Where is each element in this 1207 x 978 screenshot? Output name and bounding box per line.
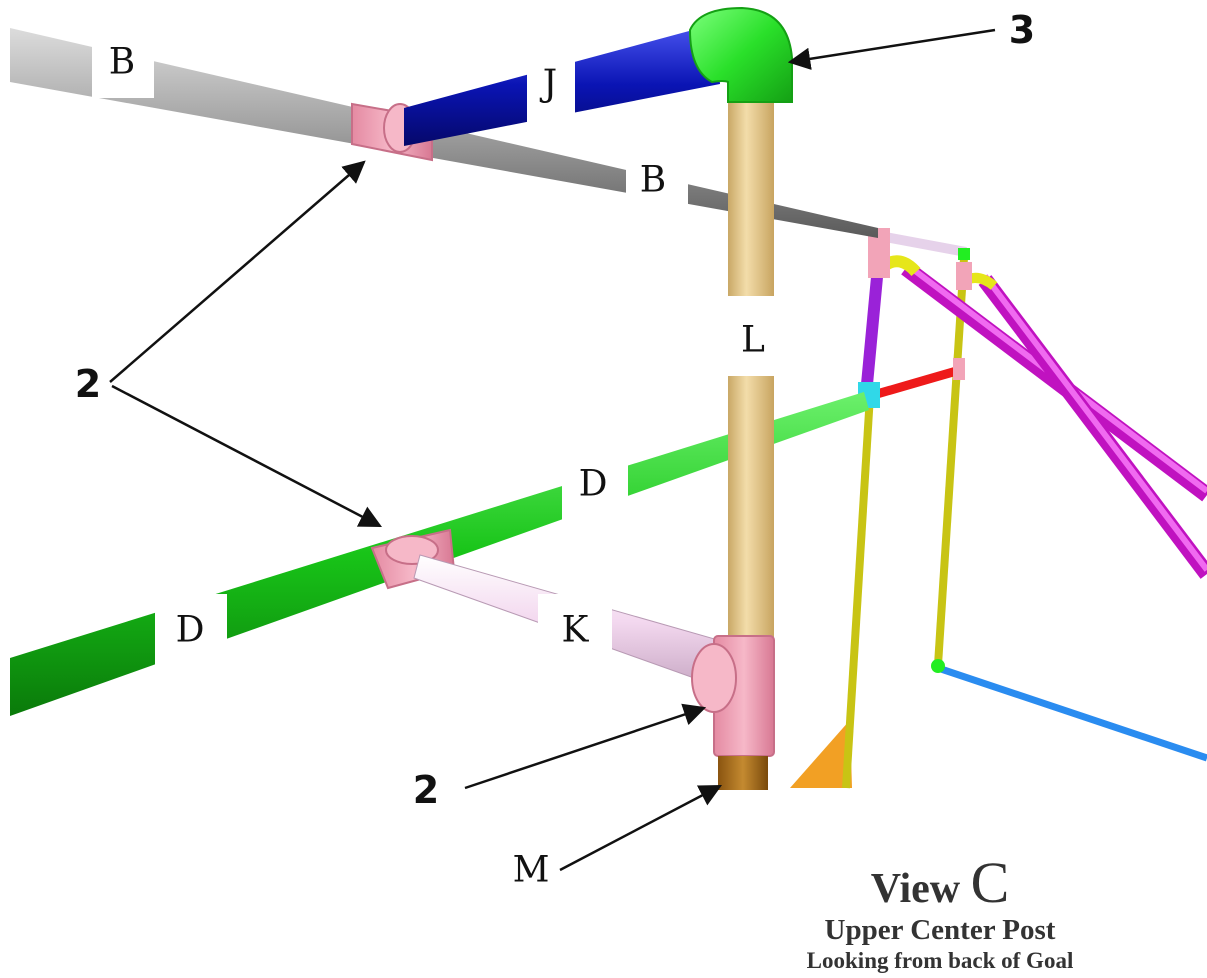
pipe-label-k: K: [562, 610, 590, 651]
pipe-label-j: J: [539, 64, 557, 105]
arrow-2-to-upper-tee: [109, 160, 366, 383]
pipe-label-l: L: [741, 320, 765, 361]
pipe-label-gaps: [92, 18, 780, 668]
view-title: View C: [770, 854, 1110, 914]
pipe-label-d-lower: D: [176, 610, 205, 651]
elbow-fitting-3: [688, 6, 793, 103]
arrow-m-to-stub: [559, 784, 722, 872]
frame-red-bar: [868, 365, 962, 401]
pipe-label-b-right: B: [640, 160, 666, 201]
pipe-label-d-upper: D: [579, 464, 608, 505]
callout-part-2-left: 2: [75, 362, 101, 406]
frame-lavender-bar: [879, 231, 967, 257]
callout-part-m: M: [513, 850, 550, 891]
frame-yellow-post-front: [842, 394, 874, 789]
frame-pink-fitting-red: [953, 358, 965, 380]
view-word: View: [870, 866, 961, 912]
net-panel: [790, 720, 852, 788]
frame-green-fitting-back: [958, 248, 970, 260]
tee-fitting-bottom-socket: [691, 643, 737, 713]
frame-yellow-post-back: [934, 257, 968, 666]
frame-magenta-arm-2-highlight: [982, 274, 1207, 572]
callout-part-3: 3: [1009, 8, 1035, 52]
view-description: Looking from back of Goal: [806, 948, 1074, 973]
view-letter: C: [970, 850, 1010, 915]
arrow-3-to-elbow: [787, 28, 996, 70]
frame-pink-fitting-top: [868, 228, 890, 278]
arrow-2-to-bottom-tee: [464, 703, 707, 790]
frame-pink-fitting-back: [956, 262, 972, 290]
pipe-stub-m: [718, 756, 768, 790]
arrow-2-to-lower-tee: [111, 384, 382, 528]
view-caption: View C Upper Center Post Looking from ba…: [770, 854, 1110, 976]
callout-arrows: [109, 28, 996, 872]
view-subtitle: Upper Center Post: [824, 914, 1056, 946]
goal-frame: [790, 228, 1207, 789]
frame-green-corner: [931, 659, 945, 673]
frame-blue-bar: [936, 664, 1207, 762]
pipe-label-b-left: B: [109, 42, 135, 83]
callout-part-2-lower: 2: [413, 768, 439, 812]
